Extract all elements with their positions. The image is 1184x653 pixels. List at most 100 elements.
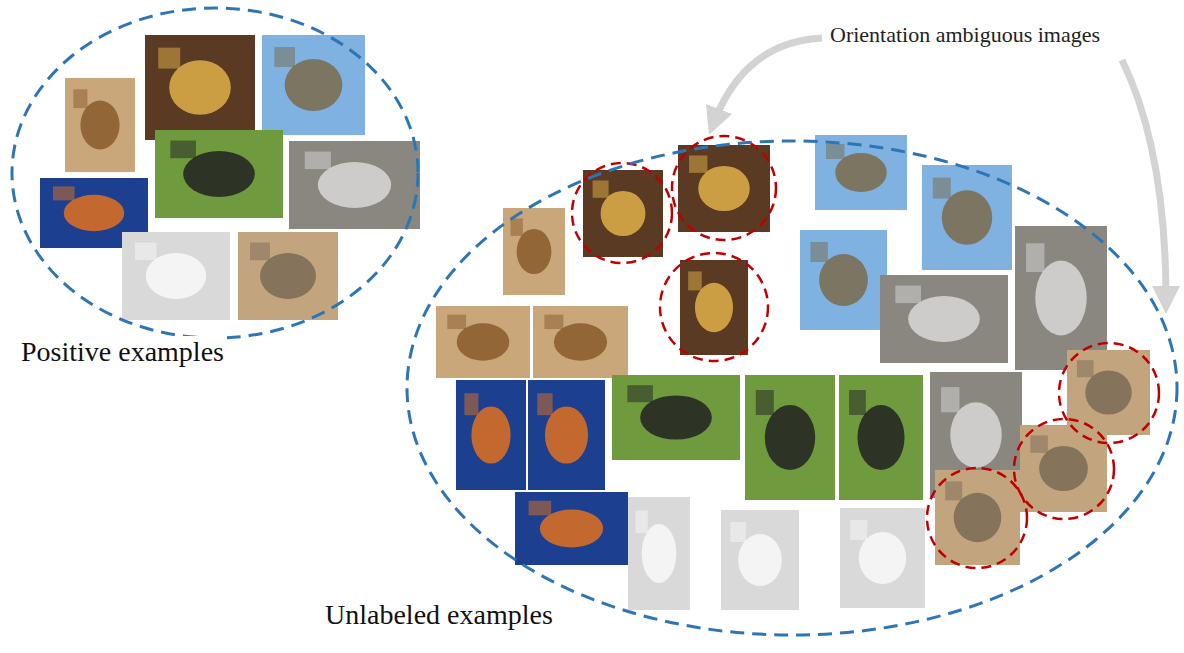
callout-label: Orientation ambiguous images (830, 22, 1100, 47)
photo-ground (583, 170, 663, 257)
photo-office (1015, 226, 1107, 370)
photo-ground (721, 510, 799, 610)
photo-ground (680, 260, 748, 355)
photo-weasel (628, 497, 690, 610)
red-dashed-circle (1059, 343, 1159, 443)
photo-detail (544, 315, 563, 329)
photo-detail (510, 218, 522, 235)
photo-ground (456, 380, 526, 490)
photo-hut (800, 230, 887, 330)
photo-camel (65, 78, 135, 172)
leader-arrow (1122, 60, 1166, 300)
photo-ground (800, 230, 887, 330)
photo-detail (274, 47, 295, 67)
photo-detail (53, 186, 75, 200)
photo-detail (849, 390, 866, 415)
photo-dogs (612, 375, 740, 460)
photo-detail (688, 271, 702, 290)
photo-dogs (155, 130, 283, 218)
photo-weasel (840, 508, 925, 608)
photo-detail (158, 48, 180, 69)
photo-car (456, 380, 526, 490)
photo-camel (533, 306, 628, 378)
photo-food (145, 35, 255, 140)
photo-ground (122, 232, 230, 320)
red-dashed-circle (927, 468, 1027, 568)
photo-detail (756, 390, 774, 415)
set-outline (318, 136, 1182, 646)
photo-ground (745, 375, 835, 500)
example-set: Positive examples (8, 3, 422, 388)
photo-ground (238, 232, 338, 320)
photos (40, 35, 1150, 610)
photo-detail (941, 387, 959, 412)
red-dashed-circle (572, 163, 672, 263)
blue-dashed-ellipse (407, 141, 1177, 635)
photo-detail (850, 520, 867, 540)
photo-ground (436, 306, 530, 378)
leader-arrow (714, 38, 822, 122)
photo-detail (73, 89, 87, 108)
photo-weasel (721, 510, 799, 610)
photo-detail (250, 243, 270, 261)
set-caption: Positive examples (18, 336, 227, 368)
photo-detail (593, 180, 609, 197)
photo-dogs (839, 375, 923, 500)
photo-food (680, 260, 748, 355)
photo-ground (528, 380, 605, 490)
photo-snake (1067, 350, 1150, 435)
photo-detail (537, 393, 552, 415)
photo-food (678, 145, 770, 232)
photo-detail (945, 481, 962, 500)
photo-detail (305, 152, 331, 170)
photo-camel (503, 208, 565, 295)
photo-food (583, 170, 663, 257)
photo-detail (1077, 360, 1094, 377)
set-caption: Unlabeled examples (322, 599, 556, 631)
red-dashed-circle (1014, 419, 1114, 519)
photo-detail (1030, 435, 1047, 452)
photo-detail (529, 501, 552, 516)
red-dashed-circle (660, 253, 768, 361)
photo-office (289, 141, 420, 229)
photo-ground (612, 375, 740, 460)
photo-ground (289, 141, 420, 229)
ambiguous-markers (572, 136, 1159, 568)
photo-snake (238, 232, 338, 320)
photo-detail (464, 393, 478, 415)
set-outline (8, 3, 422, 388)
photo-ground (935, 470, 1020, 565)
example-set: Unlabeled examples (318, 136, 1182, 646)
photo-detail (933, 178, 951, 199)
photo-ground (1015, 226, 1107, 370)
photo-ground (155, 130, 283, 218)
photo-ground (145, 35, 255, 140)
photo-ground (65, 78, 135, 172)
photo-detail (810, 242, 827, 262)
photo-weasel (122, 232, 230, 320)
photo-ground (840, 508, 925, 608)
photo-detail (895, 286, 921, 304)
leader-arrows (714, 38, 1166, 300)
photo-ground (839, 375, 923, 500)
photo-ground (515, 492, 628, 565)
photo-ground (628, 497, 690, 610)
red-dashed-circle (672, 136, 776, 240)
photo-ground (503, 208, 565, 295)
photo-car (528, 380, 605, 490)
photo-detail (689, 155, 707, 172)
photo-snake (935, 470, 1020, 565)
blue-dashed-ellipse (12, 8, 418, 338)
photo-detail (170, 141, 196, 159)
photo-detail (635, 511, 647, 534)
photo-ground (1067, 350, 1150, 435)
photo-dogs (745, 375, 835, 500)
photo-detail (826, 144, 844, 159)
photo-car (515, 492, 628, 565)
photo-detail (627, 385, 653, 402)
photo-ground (880, 275, 1008, 363)
photo-ground (1020, 425, 1107, 512)
photo-detail (730, 522, 746, 542)
photo-snake (1020, 425, 1107, 512)
